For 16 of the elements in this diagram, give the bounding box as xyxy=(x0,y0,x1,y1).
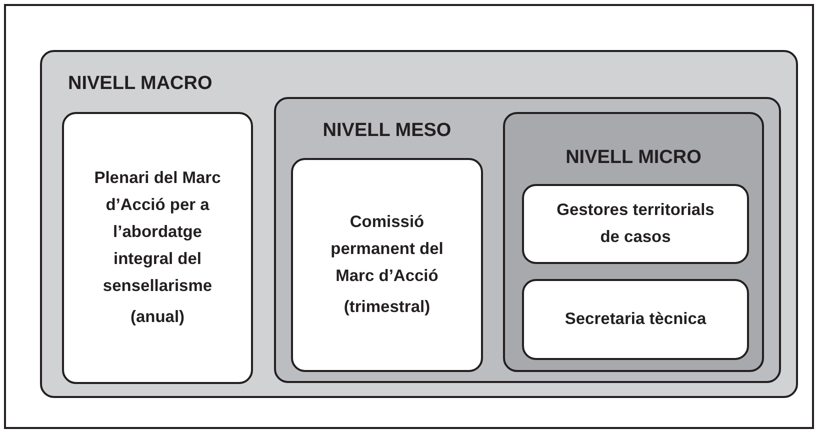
level-panel xyxy=(503,112,764,372)
body-text: Comissió permanent del Marc d’Acció xyxy=(330,212,444,287)
level-panel xyxy=(40,50,798,398)
body-text: (trimestral) xyxy=(344,297,430,318)
level-heading: NIVELL MICRO xyxy=(564,146,702,170)
level-heading: NIVELL MACRO xyxy=(68,72,212,96)
body-text: Gestores territorials de casos xyxy=(556,200,716,248)
body-box xyxy=(291,158,483,372)
body-box xyxy=(522,279,749,360)
body-text: (anual) xyxy=(130,307,185,328)
level-panel xyxy=(274,97,781,383)
body-box xyxy=(522,184,749,264)
body-box xyxy=(62,112,253,384)
body-text: Plenari del Marc d’Acció per a l’abordatge integral del sensellarisme xyxy=(93,168,222,297)
level-heading: NIVELL MESO xyxy=(322,119,452,143)
body-text: Secretaria tècnica xyxy=(564,309,706,330)
